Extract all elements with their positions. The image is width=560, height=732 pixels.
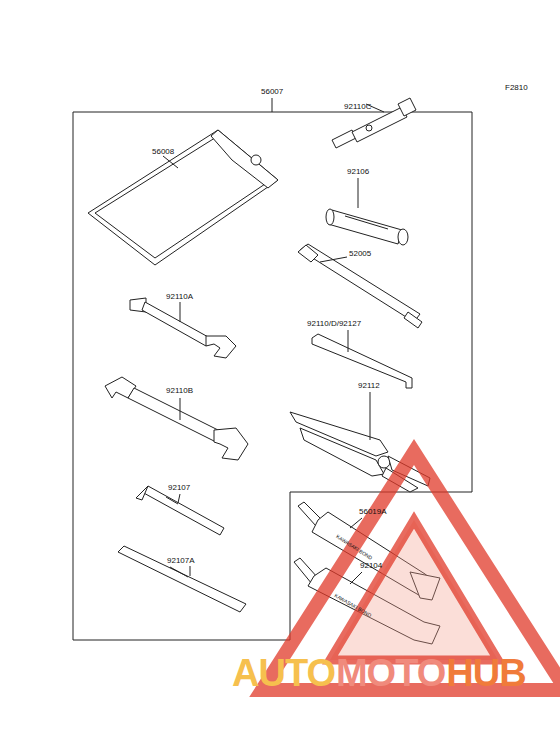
- watermark-text: HUB: [446, 654, 525, 692]
- figure-code: F2810: [505, 84, 528, 92]
- socket-tube: [326, 178, 408, 245]
- tool-pouch: [88, 130, 278, 265]
- screwdriver-bit: [118, 546, 246, 612]
- open-spanner: [130, 298, 236, 358]
- callout-number: 92107A: [167, 557, 195, 565]
- hex-key: [312, 330, 412, 388]
- rod-tool: [298, 244, 422, 328]
- watermark-text: MOTO: [336, 654, 445, 692]
- callout-number: 92110B: [166, 387, 193, 395]
- callout-number: 92110C: [344, 103, 371, 111]
- callout-number: 52005: [349, 250, 371, 258]
- callout-number: 92106: [347, 168, 369, 176]
- watermark-text: AUTO: [232, 654, 335, 692]
- callout-number: 92112: [358, 382, 380, 390]
- callout-number: 56019A: [359, 508, 387, 516]
- box-wrench: [332, 98, 416, 148]
- screwdriver-bit: [136, 486, 224, 535]
- callout-number: 56007: [261, 88, 283, 96]
- callout-number: 92110A: [166, 293, 193, 301]
- callout-number: 56008: [152, 148, 174, 156]
- callout-number: 92110/D/92127: [307, 320, 361, 328]
- callout-number: 92107: [168, 484, 190, 492]
- pliers: [290, 392, 430, 492]
- callout-number: 92104: [360, 562, 382, 570]
- open-spanner: [105, 377, 248, 460]
